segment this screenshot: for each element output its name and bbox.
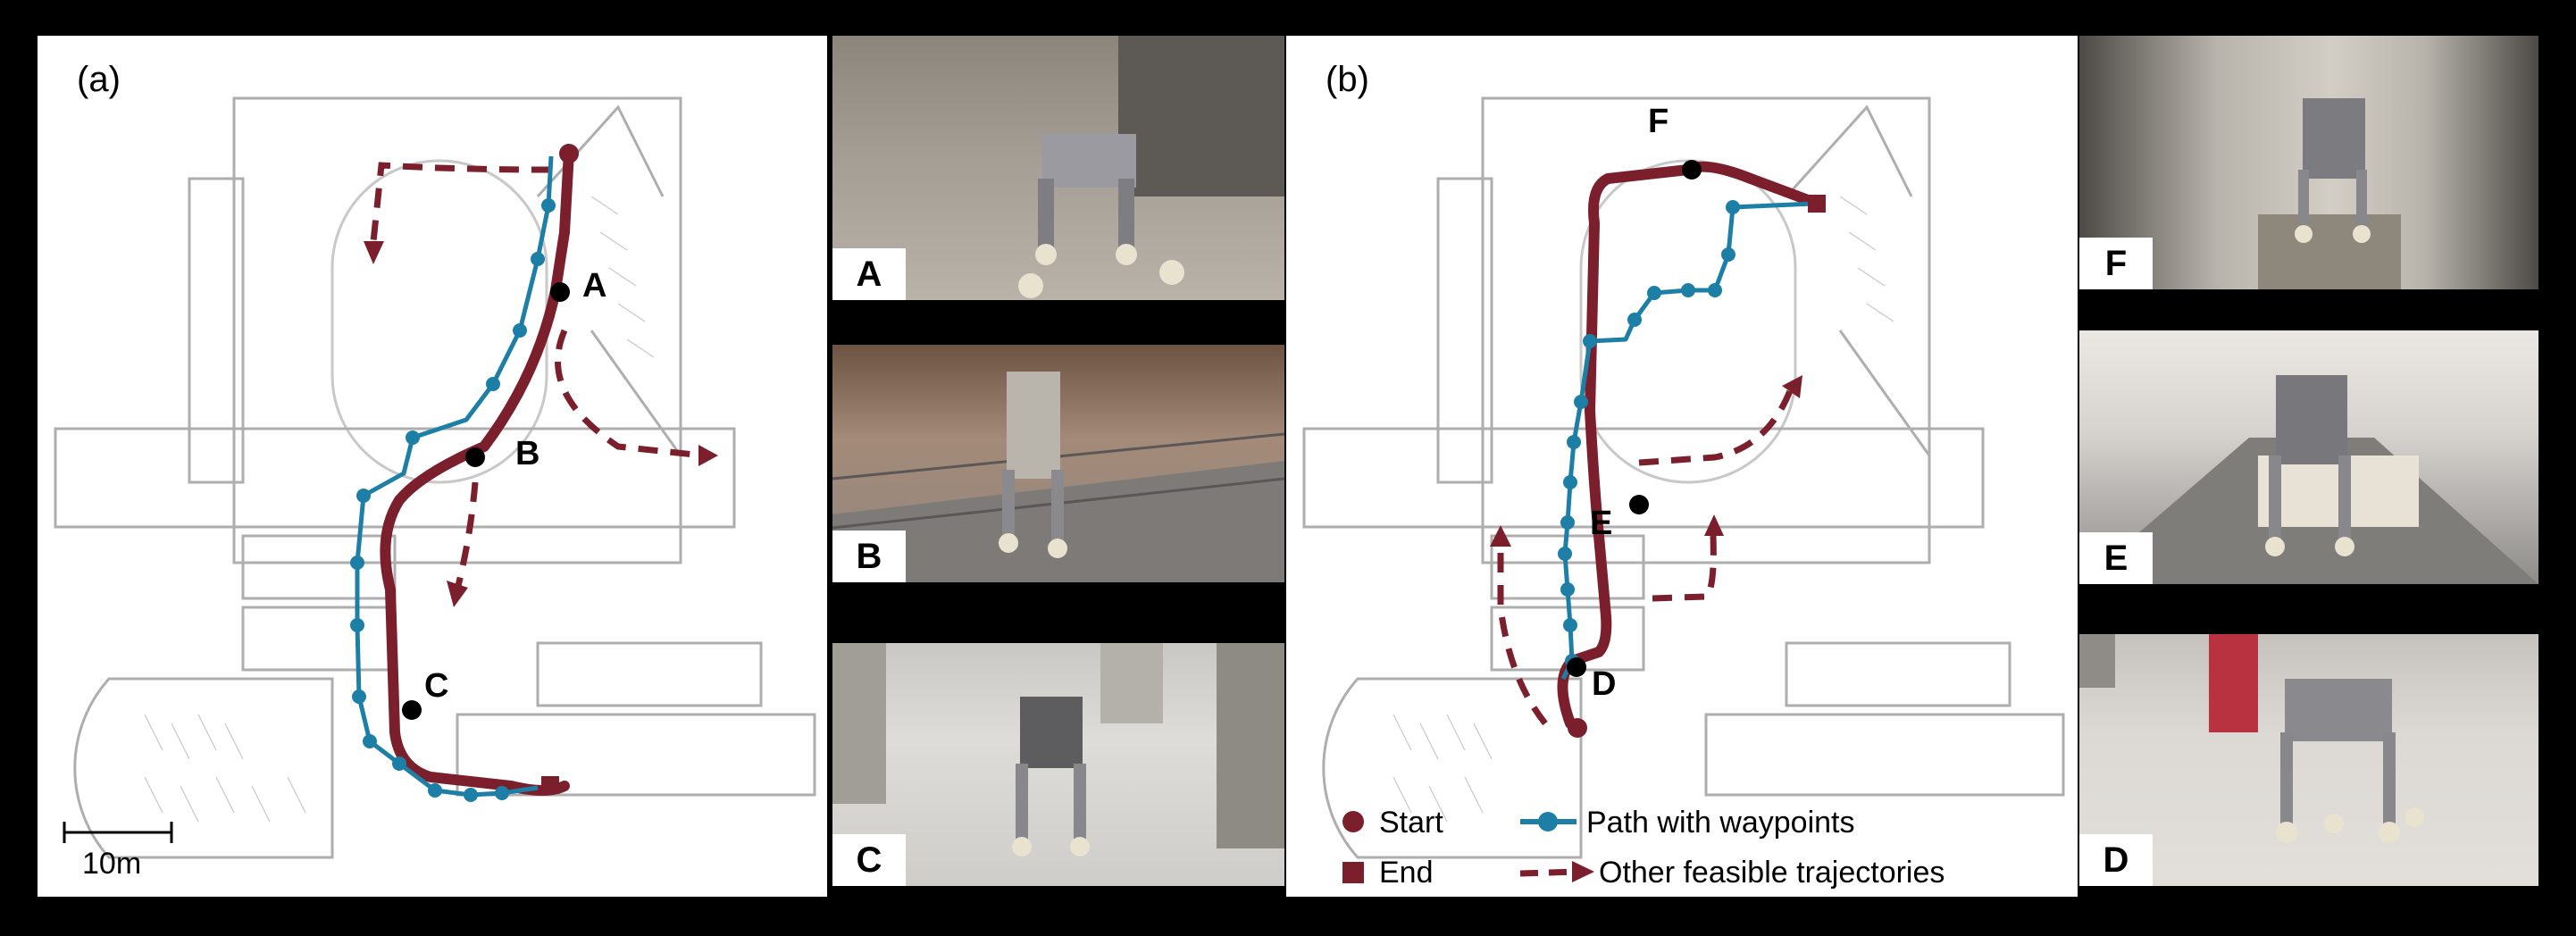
floor-plan-b — [1302, 96, 2065, 859]
checkpoint-f-dot — [1682, 160, 1702, 180]
legend-other-label: Other feasible trajectories — [1599, 856, 1945, 890]
photo-checkpoint-a: A — [832, 36, 1284, 300]
waypoint-path-a — [355, 155, 554, 798]
map-panel-b: F E D (b) Start End Path with waypoints … — [1286, 36, 2078, 897]
floor-plan-b-hatch — [1393, 196, 1894, 823]
map-panel-a: A B C (a) 10m — [38, 36, 827, 897]
trajectory-a — [380, 146, 574, 796]
photo-tag-d: D — [2079, 834, 2153, 886]
checkpoint-d-dot — [1567, 657, 1586, 677]
legend-start-label: Start — [1379, 806, 1443, 840]
photo-checkpoint-e: E — [2079, 330, 2538, 584]
end-marker-b — [1808, 195, 1826, 213]
checkpoint-c-label: C — [424, 667, 448, 705]
checkpoint-e-label: E — [1590, 505, 1612, 542]
start-marker-a — [559, 144, 579, 163]
checkpoint-b-label: B — [515, 435, 539, 472]
legend-path-waypoint-icon — [1538, 812, 1558, 832]
photo-tag-e: E — [2079, 532, 2153, 584]
floor-plan-a-hatch — [144, 196, 655, 823]
photo-checkpoint-f: F — [2079, 36, 2538, 289]
alt-trajectories-a — [369, 162, 704, 590]
alt-trajectory-arrows-b — [1490, 375, 1802, 547]
photo-tag-a: A — [832, 248, 906, 300]
panel-a-label: (a) — [77, 60, 121, 99]
checkpoint-b-dot — [465, 447, 485, 467]
start-marker-b — [1568, 718, 1587, 738]
photo-tag-c: C — [832, 834, 906, 886]
panel-b-label: (b) — [1326, 60, 1369, 99]
robot-illustration-b — [832, 372, 1284, 582]
alt-trajectory-arrows-a — [364, 241, 718, 607]
legend-other-icon — [1519, 868, 1577, 877]
photo-tag-f: F — [2079, 238, 2153, 289]
legend-path-label: Path with waypoints — [1586, 806, 1855, 840]
checkpoint-d-label: D — [1592, 665, 1616, 703]
alt-trajectories-b — [1497, 387, 1794, 726]
checkpoint-f-label: F — [1648, 103, 1669, 140]
checkpoint-c-dot — [402, 700, 422, 720]
robot-illustration-c — [832, 643, 1284, 857]
trajectory-b — [1557, 161, 1823, 729]
checkpoint-e-dot — [1629, 495, 1649, 514]
floor-plan-a — [54, 96, 816, 859]
checkpoint-a-label: A — [582, 267, 606, 305]
scale-bar — [63, 822, 173, 843]
photo-checkpoint-c: C — [832, 643, 1284, 886]
legend-start-icon — [1342, 811, 1364, 832]
scale-bar-label: 10m — [82, 847, 141, 881]
legend-end-icon — [1342, 862, 1364, 883]
photo-checkpoint-d: D — [2079, 634, 2538, 886]
waypoints-a — [350, 198, 556, 802]
robot-illustration-f — [2258, 98, 2401, 289]
photo-checkpoint-b: B — [832, 345, 1284, 582]
photo-tag-b: B — [832, 531, 906, 582]
legend-other-arrow-icon — [1572, 861, 1594, 882]
legend-end-label: End — [1379, 856, 1434, 890]
legend: Start End Path with waypoints Other feas… — [1342, 806, 1945, 890]
map-b-canvas: F E D (b) Start End Path with waypoints … — [1302, 60, 2065, 890]
checkpoint-a-dot — [550, 282, 570, 302]
robot-illustration-d — [2079, 634, 2424, 843]
end-marker-a — [541, 776, 559, 794]
robot-illustration-e — [2079, 375, 2538, 584]
map-a-canvas: A B C (a) 10m — [54, 60, 816, 881]
robot-illustration-a — [1018, 36, 1284, 298]
